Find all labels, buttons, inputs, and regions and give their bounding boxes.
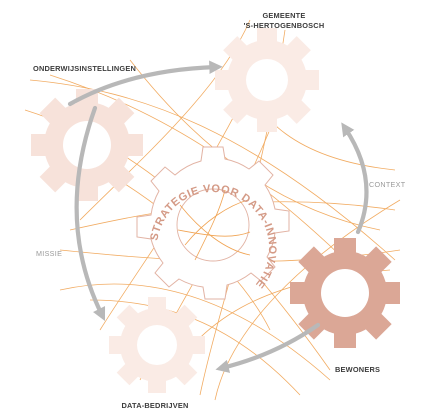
label-context: CONTEXT <box>369 180 406 189</box>
label-gemeente-line2: 'S-HERTOGENBOSCH <box>244 21 325 30</box>
label-data-bedrijven: DATA-BEDRIJVEN <box>122 401 189 410</box>
label-bewoners: BEWONERS <box>335 365 380 374</box>
label-missie: MISSIE <box>36 249 62 258</box>
gear-bewoners <box>290 238 400 348</box>
gear-data-bedrijven <box>109 297 205 393</box>
arrow-onderwijs-to-gemeente <box>67 60 223 107</box>
label-onderwijsinstellingen: ONDERWIJSINSTELLINGEN <box>33 64 136 73</box>
label-gemeente-line1: GEMEENTE <box>262 11 305 20</box>
arrow-bewoners-to-data <box>215 322 321 373</box>
cycle-arrows <box>67 60 369 373</box>
arrow-bewoners-to-context <box>341 122 369 235</box>
center-network-lines <box>177 189 251 261</box>
arrow-missie-to-data <box>74 105 106 322</box>
gear-onderwijs <box>31 89 143 201</box>
gear-gemeente <box>215 28 319 132</box>
